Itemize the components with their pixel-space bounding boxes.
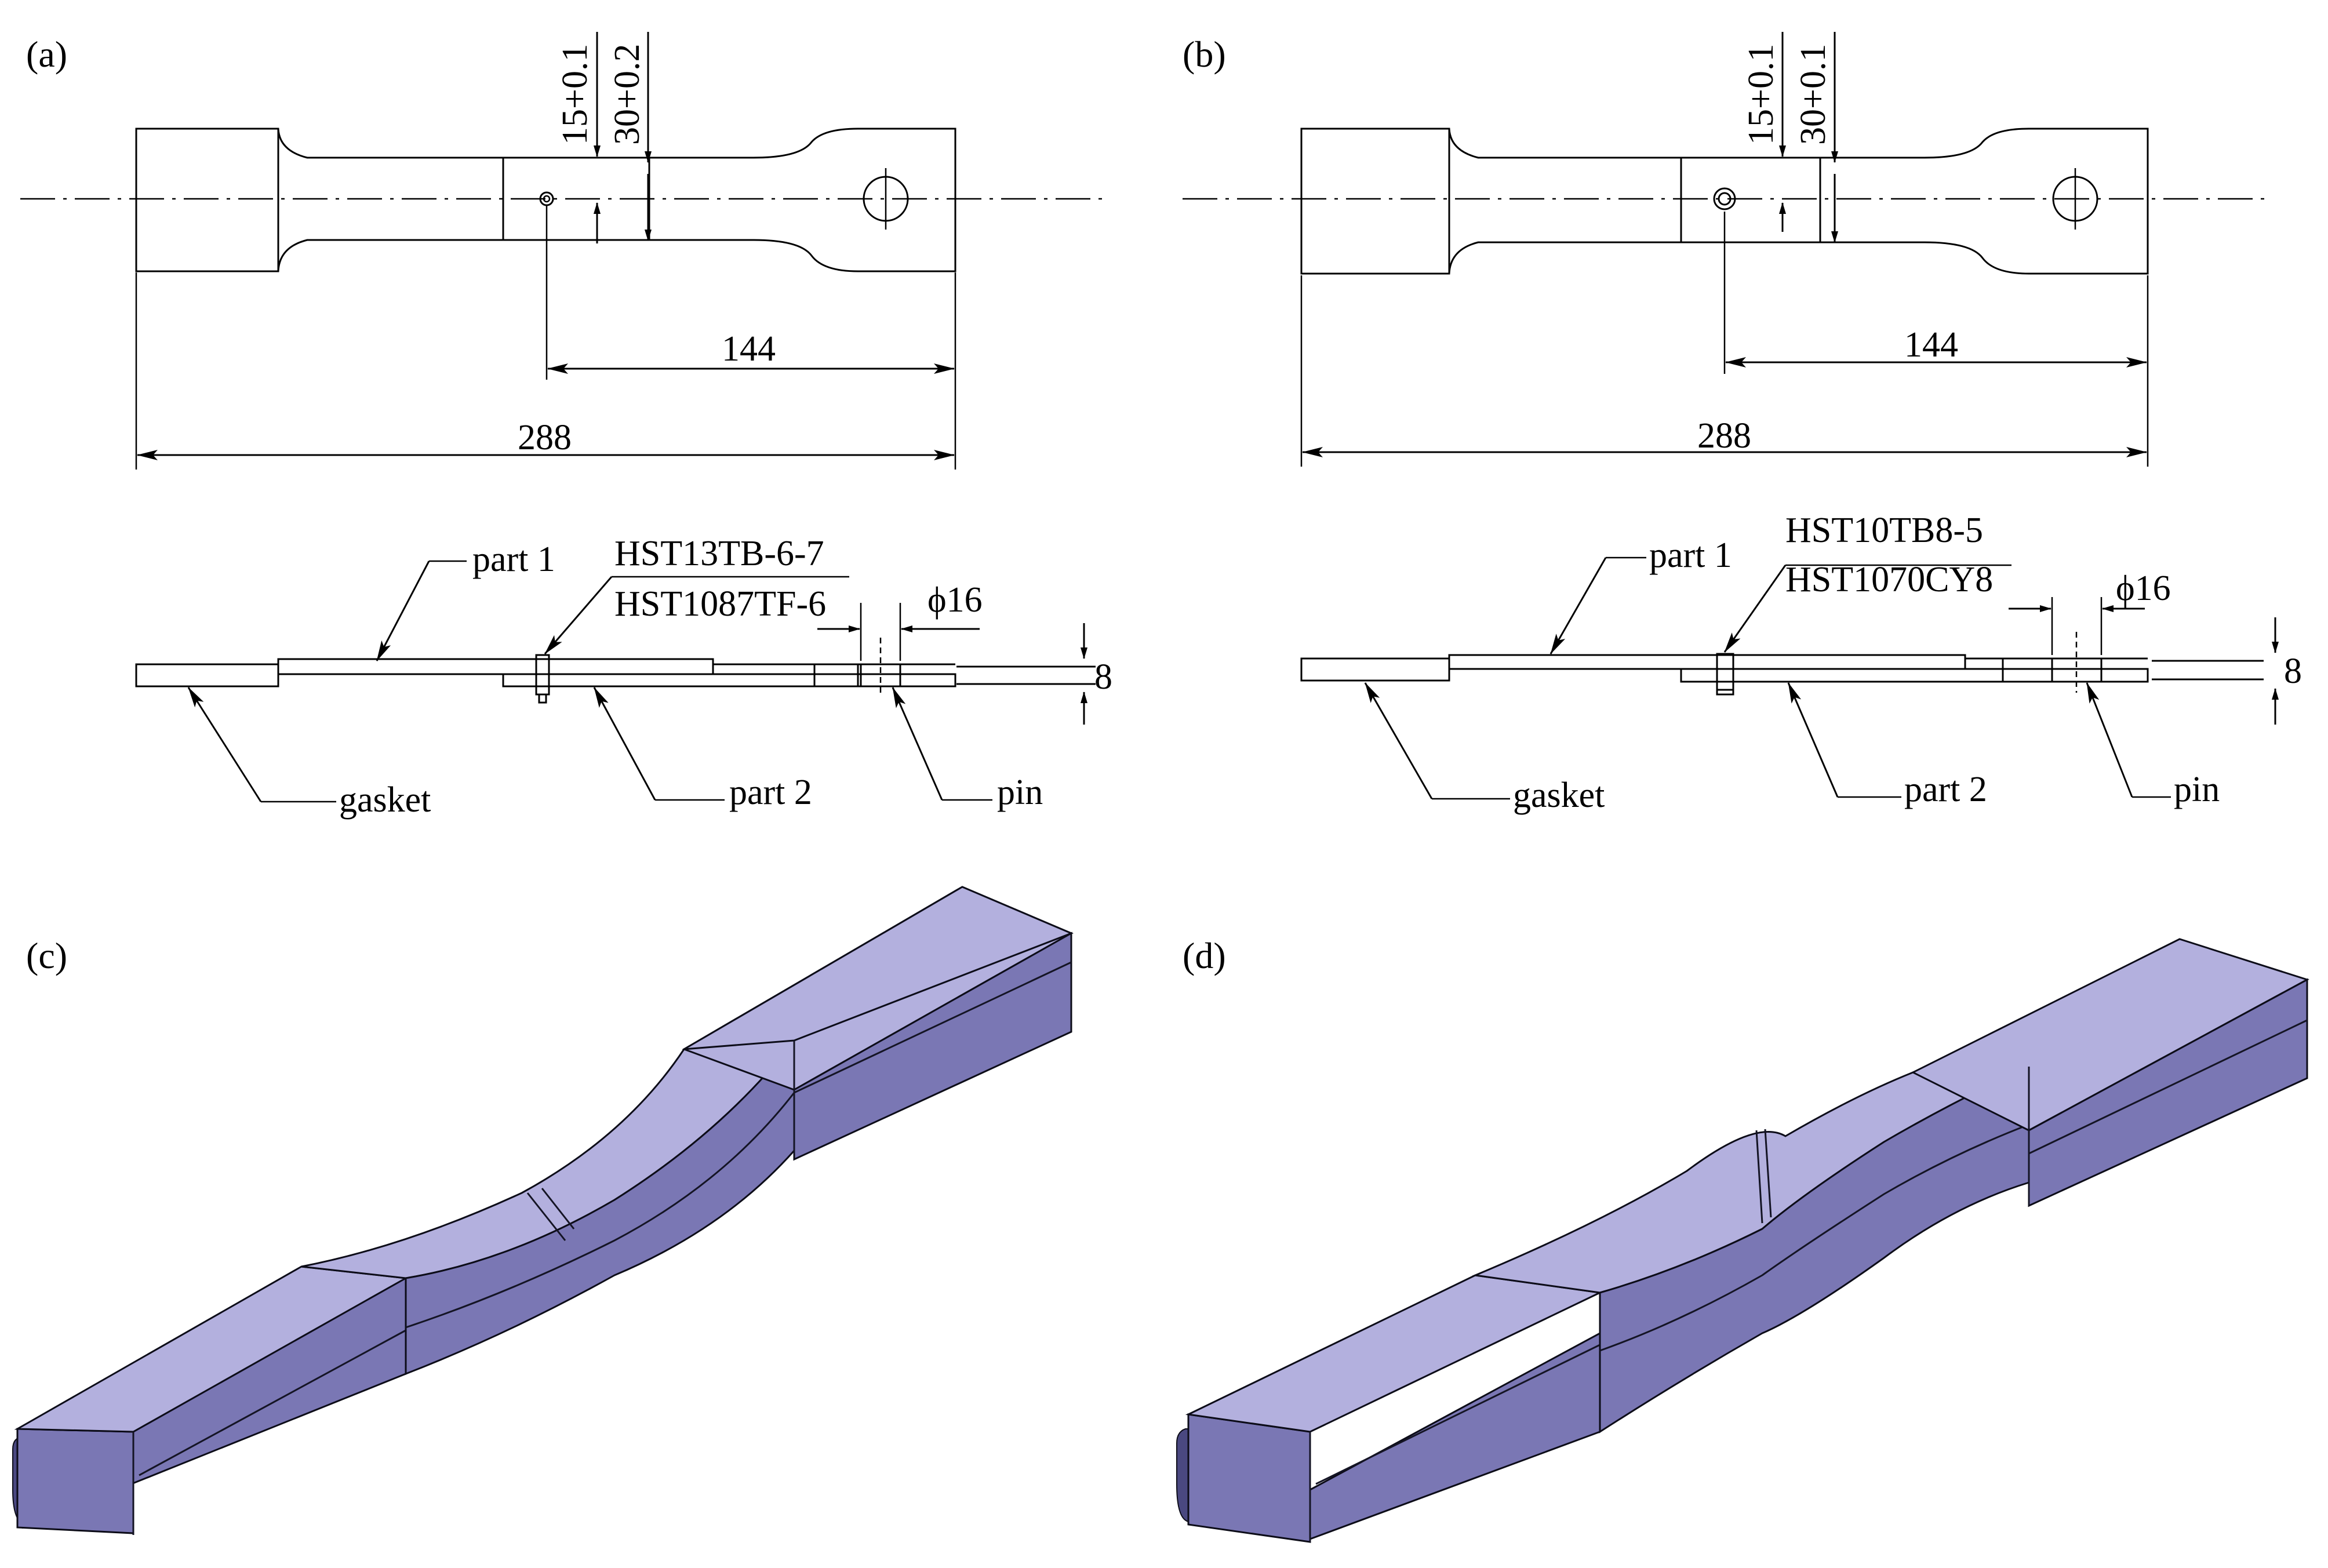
bolt-hole: [1713, 187, 1736, 210]
bolt-hole: [539, 191, 554, 206]
part1-label: part 1: [1649, 536, 1732, 575]
fastener-name-bottom: HST1087TF-6: [614, 584, 826, 624]
gasket-plate: [135, 663, 279, 687]
panel-b: (b) 15+0.1 30+0.1 144 288: [1183, 32, 2302, 815]
panel-d: (d): [1176, 935, 2309, 1543]
fastener: [1716, 653, 1734, 691]
hole-tolerance-label: 15+0.1: [555, 44, 595, 145]
dimension-288: 288: [518, 418, 572, 457]
thickness-label: 8: [1094, 657, 1112, 697]
panel-b-top-view: 15+0.1 30+0.1 144 288: [1183, 32, 2272, 467]
specimen-3d-model-bent: [1176, 938, 2309, 1543]
dimension-288: 288: [1697, 416, 1751, 456]
panel-b-side-view: 8 ϕ16 HST10TB8-5 HST1070CY8 part 1 gaske…: [1300, 511, 2302, 815]
specimen-3d-model-straight: [12, 886, 1074, 1535]
part2-label: part 2: [1904, 770, 1987, 809]
panel-a: (a) 15+0.1 30+0.2 144: [20, 32, 1112, 820]
dimension-144: 144: [1904, 325, 1958, 365]
part2-plate: [502, 673, 956, 687]
fastener-name-top: HST10TB8-5: [1785, 511, 1983, 550]
pin-label: pin: [997, 773, 1043, 812]
specimen-outline: [135, 128, 956, 272]
panel-c: (c): [12, 886, 1074, 1535]
fastener-name-bottom: HST1070CY8: [1785, 560, 1993, 599]
part1-plate: [277, 658, 714, 675]
gasket-label: gasket: [1513, 776, 1605, 815]
hole-tolerance-label: 15+0.1: [1741, 44, 1781, 145]
gasket-label: gasket: [339, 780, 431, 820]
gasket-plate: [1300, 657, 1450, 682]
panel-a-side-view: 8 ϕ16 HST13TB-6-7 HST1087TF-6 part 1 gas…: [135, 534, 1112, 820]
fastener-name-top: HST13TB-6-7: [614, 534, 824, 573]
part2-plate: [1680, 668, 2149, 683]
panel-d-label: (d): [1183, 935, 1226, 976]
specimen-outline: [1300, 128, 2149, 275]
diameter-label: ϕ16: [2116, 569, 2171, 608]
width-tolerance-label: 30+0.2: [608, 44, 647, 145]
panel-b-label: (b): [1183, 34, 1226, 75]
part1-plate: [1448, 654, 1966, 670]
part1-label: part 1: [472, 540, 555, 579]
width-tolerance-label: 30+0.1: [1794, 44, 1833, 145]
thickness-label: 8: [2284, 652, 2302, 691]
panel-a-label: (a): [26, 34, 67, 75]
pin-label: pin: [2174, 770, 2220, 809]
dimension-144: 144: [722, 329, 776, 369]
panel-a-top-view: 15+0.1 30+0.2 144 288: [20, 32, 1104, 470]
panel-c-label: (c): [26, 935, 67, 976]
diameter-label: ϕ16: [927, 580, 983, 620]
part2-label: part 2: [729, 773, 812, 812]
pin-body: [860, 663, 901, 687]
